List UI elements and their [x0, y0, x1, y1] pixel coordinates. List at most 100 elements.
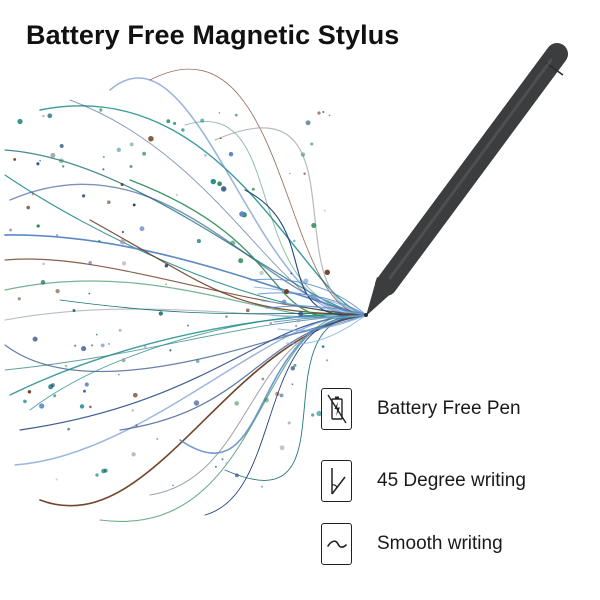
feature-45-degree: 45 Degree writing [321, 458, 526, 504]
page-title: Battery Free Magnetic Stylus [26, 20, 400, 50]
ink-dot [234, 473, 239, 478]
ink-dot [239, 211, 245, 217]
ink-dot [317, 111, 321, 115]
ink-dot [204, 153, 207, 157]
ink-stroke [285, 314, 367, 345]
ink-dot [53, 394, 57, 398]
ink-dot [132, 392, 138, 398]
ink-dot [135, 424, 138, 427]
ink-dots [9, 108, 331, 488]
ink-dot [220, 186, 227, 192]
ink-dot [79, 404, 85, 409]
ink-dot [67, 427, 70, 431]
stylus-highlight [388, 58, 553, 280]
ink-dot [84, 382, 89, 387]
ink-dot [36, 162, 40, 166]
ink-dot [187, 324, 190, 327]
ink-dot [9, 228, 13, 232]
ink-stroke [184, 121, 367, 316]
battery-free-icon [321, 388, 352, 430]
ink-dot [323, 209, 326, 212]
ink-dot [166, 119, 171, 124]
ink-dot [81, 194, 86, 198]
feature-battery-free: Battery Free Pen [321, 386, 521, 432]
ink-dot [298, 311, 304, 317]
ink-stroke [4, 314, 367, 371]
ink-dot [218, 112, 221, 114]
ink-dot [32, 336, 38, 342]
ink-stroke [109, 77, 367, 316]
ink-dot [106, 200, 111, 205]
ink-dot [27, 390, 32, 394]
ink-dot [58, 158, 64, 164]
ink-dot [102, 168, 105, 171]
ink-dot [47, 113, 53, 119]
ink-strokes [4, 69, 367, 522]
ink-dot [83, 389, 86, 393]
ink-dot [121, 261, 127, 266]
ink-dot [221, 458, 224, 461]
ink-dot [300, 152, 306, 157]
ink-dot [158, 311, 163, 316]
ink-dot [31, 193, 34, 196]
ink-dot [225, 462, 228, 465]
ink-dot [219, 137, 222, 140]
ink-dot [72, 309, 76, 312]
ink-dot [303, 172, 306, 175]
ink-dot [88, 292, 91, 295]
ink-dot [200, 118, 205, 123]
ink-dot [293, 239, 296, 243]
ink-dot [118, 328, 122, 332]
tilt-45-degree-icon [321, 460, 352, 502]
ink-dot [322, 111, 325, 113]
ink-dot [121, 230, 125, 234]
ink-stroke [281, 314, 367, 337]
ink-dot [235, 113, 238, 117]
ink-dot [279, 393, 284, 398]
ink-dot [225, 315, 228, 318]
feature-label: Battery Free Pen [377, 398, 521, 419]
ink-dot [321, 345, 325, 348]
ink-dot [217, 181, 222, 187]
ink-stroke [14, 313, 367, 466]
ink-dot [99, 108, 103, 112]
ink-dot [50, 383, 55, 388]
ink-dot [281, 299, 287, 305]
ink-dot [129, 142, 134, 147]
ink-dot [142, 151, 147, 156]
ink-dot [17, 118, 23, 125]
feature-label: Smooth writing [377, 533, 503, 554]
ink-dot [195, 359, 200, 363]
ink-dot [164, 264, 169, 268]
ink-dot [290, 366, 296, 371]
ink-stroke [273, 314, 367, 323]
ink-stroke [261, 300, 367, 316]
ink-dot [173, 121, 177, 125]
ink-stroke [9, 313, 367, 396]
ink-dot [120, 183, 124, 186]
stylus-nib [364, 313, 368, 317]
ink-dot [328, 114, 331, 117]
ink-dot [238, 258, 244, 264]
ink-stroke [265, 305, 367, 316]
ink-dot [172, 484, 174, 487]
ink-dot [311, 413, 315, 417]
ink-dot [100, 343, 105, 348]
smooth-curve-icon [321, 523, 352, 565]
ink-dot [17, 297, 21, 301]
ink-dot [305, 120, 311, 126]
ink-dot [279, 445, 285, 451]
ink-dot [284, 289, 289, 295]
ink-dot [260, 485, 264, 488]
ink-dot [64, 364, 68, 368]
ink-dot [95, 473, 99, 477]
ink-dot [228, 151, 234, 157]
ink-stroke [99, 313, 367, 522]
ink-stroke [149, 69, 367, 316]
ink-dot [59, 144, 64, 148]
ink-stroke [119, 314, 367, 431]
ink-dot [118, 373, 120, 376]
ink-dot [291, 383, 294, 386]
ink-dot [269, 322, 273, 325]
